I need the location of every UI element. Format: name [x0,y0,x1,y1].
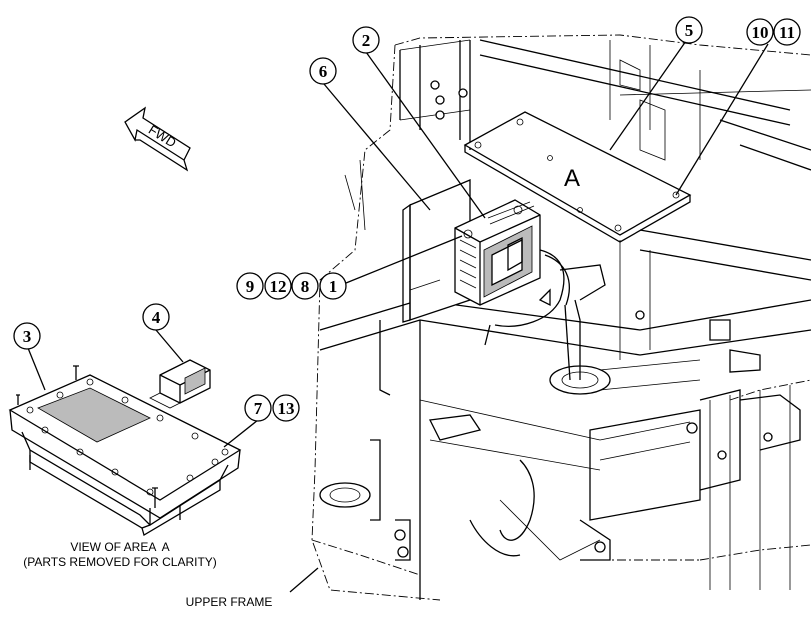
svg-text:6: 6 [319,62,328,81]
callout-4: 4 [142,303,170,331]
callout-11: 11 [773,18,801,46]
svg-text:5: 5 [685,21,694,40]
forward-arrow-icon: FWD [124,106,191,172]
callout-9: 9 [236,272,264,300]
wiring-harness [469,249,606,557]
svg-text:4: 4 [152,308,161,327]
callout-12: 12 [264,272,292,300]
upper-frame-label: UPPER FRAME [186,595,273,609]
svg-text:8: 8 [301,277,310,296]
ecm-module [454,199,541,306]
view-caption-line2: (PARTS REMOVED FOR CLARITY) [23,555,217,569]
svg-text:3: 3 [23,327,32,346]
upper-frame-outline [311,34,811,601]
svg-text:13: 13 [278,399,295,418]
connector-plug [149,359,211,409]
svg-text:1: 1 [329,277,338,296]
callout-13: 13 [272,394,300,422]
callout-8: 8 [291,272,319,300]
callout-2: 2 [352,26,380,54]
svg-text:2: 2 [362,31,371,50]
svg-text:11: 11 [779,23,795,42]
callout-6: 6 [309,57,337,85]
svg-text:7: 7 [254,399,263,418]
view-caption-line1: VIEW OF AREA A [70,540,169,554]
callout-7: 7 [244,394,272,422]
svg-text:12: 12 [270,277,287,296]
area-a-label: A [564,165,580,192]
frame-structure [319,39,811,600]
svg-text:10: 10 [752,23,769,42]
callout-1: 1 [319,272,347,300]
svg-text:9: 9 [246,277,255,296]
bracket-plate-area-a: A [463,111,692,243]
callout-3: 3 [13,322,41,350]
callout-10: 10 [746,18,774,46]
leader-lines [27,40,769,593]
detail-view-ecm [8,365,242,536]
callout-5: 5 [675,16,703,44]
